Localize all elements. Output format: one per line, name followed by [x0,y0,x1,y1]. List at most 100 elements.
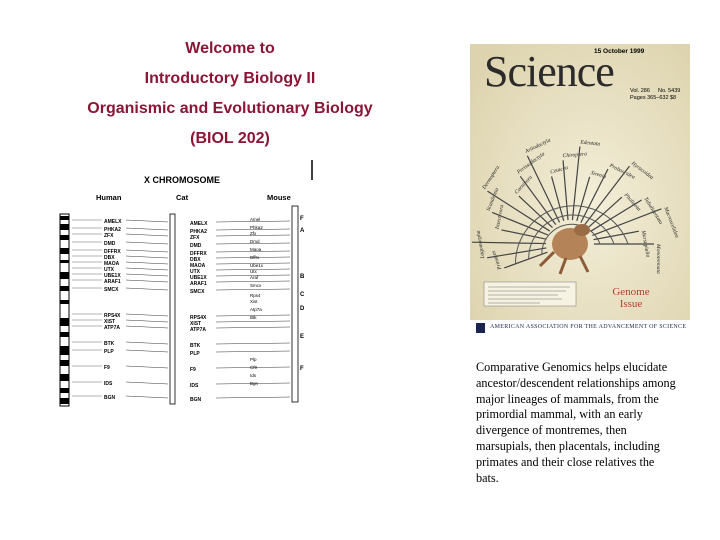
mouse-gene-label: Zfx [250,231,257,236]
homology-line [215,242,291,245]
tree-branch-label: Edentata [579,139,601,147]
human-gene-label: RPS4X [104,313,121,319]
tree-branch [472,241,547,245]
cat-gene-label: DMD [190,243,202,249]
cat-column-label: Cat [176,193,189,202]
tree-branch [519,175,557,226]
tree-branch [580,168,609,223]
mouse-gene-label: Utx [250,269,258,274]
cat-gene-label: F9 [190,367,196,373]
cover-no: No. 5439 [658,88,681,94]
tree-branch-label: Chiroptera [562,151,587,159]
caption-text: Comparative Genomics helps elucidate anc… [476,360,676,485]
human-gene-label: BTK [104,341,115,347]
homology-line [215,326,291,329]
homology-line [215,274,291,277]
mouse-gene-label: Araf [250,275,259,280]
tree-branch [590,199,642,232]
cat-gene-label: BGN [190,397,202,403]
homology-line [215,220,291,223]
mouse-gene-label: Phka2 [250,225,263,230]
human-gene-label: F9 [104,365,110,371]
homology-line [125,267,169,271]
chromosome-band [60,388,69,393]
human-gene-label: UBE1X [104,273,121,279]
mammal-head [574,224,590,236]
human-gene-label: DBX [104,255,115,261]
mouse-segment-label: A [300,228,305,234]
homology-line [215,234,291,237]
tree-arc [528,214,615,260]
human-gene-label: XIST [104,319,115,325]
chromosome-band [60,346,69,355]
homology-line [215,250,291,253]
title-line-1: Welcome to [185,40,275,57]
homology-line [215,280,291,283]
cover-text-box [483,281,577,307]
human-gene-label: PLP [104,349,114,355]
homology-line [215,396,291,399]
mouse-gene-label: Ids [250,373,257,378]
homology-line [215,342,291,345]
tree-branch [584,165,630,226]
tree-arc [514,205,629,264]
cat-gene-label: UTX [190,269,201,275]
cover-illustration: PrimatesLagomorphaRodentiaInsectivoraSca… [470,44,690,336]
chromosome-band [60,398,69,404]
mouse-chromosome [291,205,299,403]
homology-line [125,349,169,353]
mouse-segment-label: B [300,274,305,280]
tree-branch-label: Rodentia [470,222,471,243]
mouse-segment-label: C [300,292,305,298]
homology-line [215,320,291,323]
chromosome-band [60,300,69,304]
chromosome-band [60,360,69,366]
tree-branch [592,208,662,236]
homology-line [125,241,169,245]
cat-gene-label: BTK [190,343,201,349]
tree-branch [587,196,623,229]
human-gene-label: UTX [104,267,115,273]
title-line-4: (BIOL 202) [190,130,270,147]
genome-issue-line-2: Issue [619,298,643,310]
mouse-gene-label: Amel [250,217,260,222]
cat-gene-label: DFFRX [190,251,207,257]
cat-gene-label: IDS [190,383,199,389]
mouse-gene-label: Smcx [250,283,262,288]
mouse-gene-label: Dffrx [250,255,260,260]
tree-branch [576,176,591,222]
human-gene-label: ZFX [104,233,114,239]
human-gene-label: PHKA2 [104,227,121,233]
chromosome-band [60,286,69,291]
homology-line [125,249,169,253]
homology-line [215,268,291,271]
chromosome-band [60,216,69,220]
chromosome-band [60,272,69,279]
tree-branch [518,195,553,229]
homology-line [215,262,291,265]
human-column-label: Human [96,193,122,202]
chromosome-band [60,248,69,254]
cover-date: 15 October 1999 [594,48,645,55]
mouse-gene-label: Cf9 [250,365,258,370]
slide-title: Welcome to Introductory Biology II Organ… [40,34,420,154]
cover-publisher: American Association for the Advancement… [490,324,687,330]
tree-arc [541,223,601,255]
title-line-2: Introductory Biology II [144,70,316,87]
homology-line [125,325,169,329]
human-gene-label: ATP7A [104,325,120,331]
cat-gene-label: RPS4X [190,315,207,321]
tree-branch [562,160,569,221]
mouse-gene-label: Bgn [250,381,259,386]
mouse-gene-label: Maoa [250,247,262,252]
chromosome-map-svg: AMELXPHKA2ZFXDMDDFFRXDBXMAOAUTXUBE1XARAF… [59,160,313,407]
homology-line [125,279,169,283]
chromosome-band [60,374,69,381]
mouse-segment-label: E [300,334,304,340]
homology-line [125,233,169,237]
homology-line [125,341,169,345]
cat-gene-label: ARAF1 [190,281,207,287]
cat-gene-label: PLP [190,351,200,357]
figure-title: X CHROMOSOME [144,175,221,185]
